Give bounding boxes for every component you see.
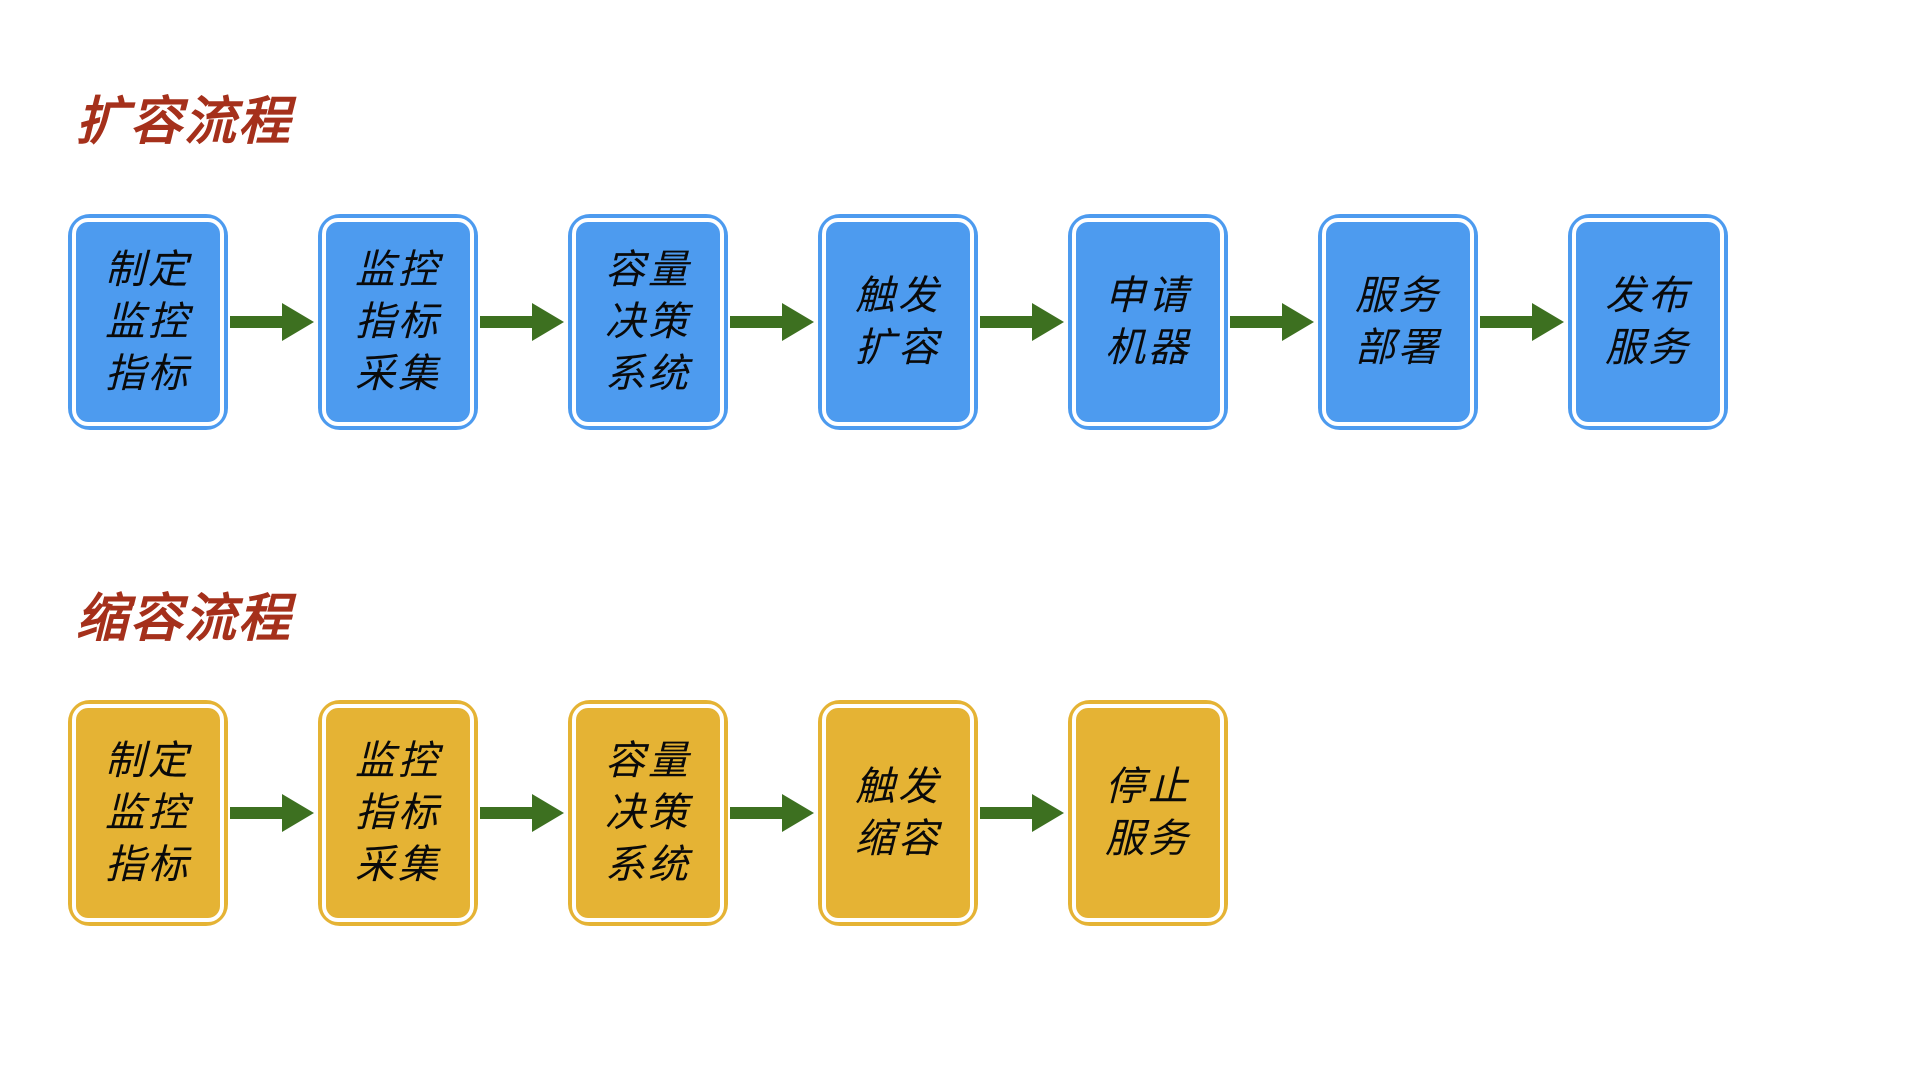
flow-node-label: 申请 机器 xyxy=(1105,273,1191,371)
flow-node-box: 停止 服务 xyxy=(1072,704,1224,922)
flow-node-expand-1[interactable]: 制定 监控 指标 xyxy=(68,214,228,430)
arrow-right-icon xyxy=(1480,303,1564,341)
arrow-right-icon xyxy=(980,794,1064,832)
flow-node-expand-4[interactable]: 触发 扩容 xyxy=(818,214,978,430)
flow-node-box: 容量 决策 系统 xyxy=(572,704,724,922)
flow-node-label: 监控 指标 采集 xyxy=(355,247,441,397)
section-title-shrink: 缩容流程 xyxy=(76,589,293,649)
flow-node-box: 制定 监控 指标 xyxy=(72,704,224,922)
flow-node-label: 停止 服务 xyxy=(1105,764,1191,862)
flow-node-box: 申请 机器 xyxy=(1072,218,1224,426)
flow-node-box: 监控 指标 采集 xyxy=(322,218,474,426)
section-title-expand: 扩容流程 xyxy=(76,92,293,152)
arrow-right-icon xyxy=(480,794,564,832)
flow-node-shrink-3[interactable]: 容量 决策 系统 xyxy=(568,700,728,926)
flow-row-shrink: 制定 监控 指标 监控 指标 采集 容量 决策 系统 触发 缩容 xyxy=(68,700,1228,926)
flow-node-label: 监控 指标 采集 xyxy=(355,738,441,888)
flow-node-label: 发布 服务 xyxy=(1605,273,1691,371)
flow-node-expand-7[interactable]: 发布 服务 xyxy=(1568,214,1728,430)
flow-node-expand-2[interactable]: 监控 指标 采集 xyxy=(318,214,478,430)
flow-node-box: 制定 监控 指标 xyxy=(72,218,224,426)
arrow-right-icon xyxy=(980,303,1064,341)
flow-row-expand: 制定 监控 指标 监控 指标 采集 容量 决策 系统 触发 扩容 xyxy=(68,214,1728,430)
flow-node-box: 服务 部署 xyxy=(1322,218,1474,426)
flow-node-box: 触发 扩容 xyxy=(822,218,974,426)
arrow-right-icon xyxy=(730,794,814,832)
flow-node-expand-3[interactable]: 容量 决策 系统 xyxy=(568,214,728,430)
flow-node-expand-5[interactable]: 申请 机器 xyxy=(1068,214,1228,430)
flow-node-shrink-1[interactable]: 制定 监控 指标 xyxy=(68,700,228,926)
flow-node-label: 触发 缩容 xyxy=(855,764,941,862)
flow-node-label: 服务 部署 xyxy=(1355,273,1441,371)
flow-node-shrink-4[interactable]: 触发 缩容 xyxy=(818,700,978,926)
flow-node-label: 容量 决策 系统 xyxy=(605,738,691,888)
flow-node-box: 触发 缩容 xyxy=(822,704,974,922)
flow-node-shrink-2[interactable]: 监控 指标 采集 xyxy=(318,700,478,926)
arrow-right-icon xyxy=(1230,303,1314,341)
arrow-right-icon xyxy=(230,794,314,832)
flow-node-expand-6[interactable]: 服务 部署 xyxy=(1318,214,1478,430)
flow-node-box: 监控 指标 采集 xyxy=(322,704,474,922)
flow-node-shrink-5[interactable]: 停止 服务 xyxy=(1068,700,1228,926)
flow-node-label: 制定 监控 指标 xyxy=(105,738,191,888)
flow-node-box: 容量 决策 系统 xyxy=(572,218,724,426)
flow-node-label: 触发 扩容 xyxy=(855,273,941,371)
flow-node-label: 容量 决策 系统 xyxy=(605,247,691,397)
flow-node-label: 制定 监控 指标 xyxy=(105,247,191,397)
flow-node-box: 发布 服务 xyxy=(1572,218,1724,426)
arrow-right-icon xyxy=(730,303,814,341)
arrow-right-icon xyxy=(230,303,314,341)
arrow-right-icon xyxy=(480,303,564,341)
